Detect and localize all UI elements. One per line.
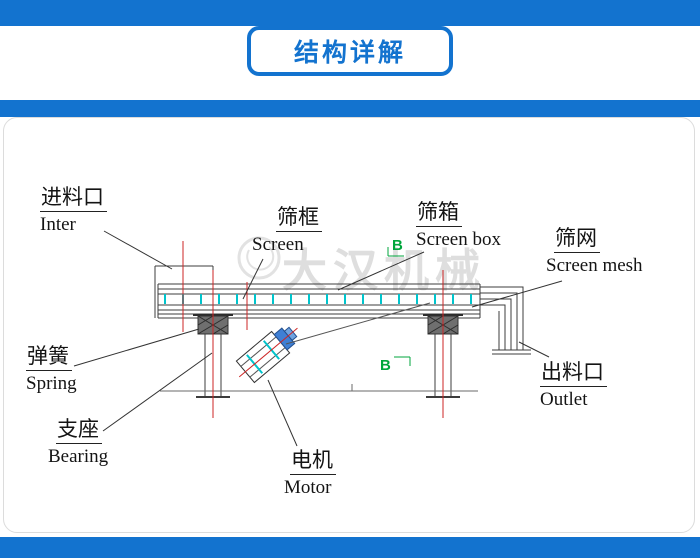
label-screen-frame-zh: 筛框: [276, 204, 322, 233]
label-screen-mesh: 筛网 Screen mesh: [546, 225, 643, 278]
label-screen-frame-en: Screen: [252, 234, 304, 256]
label-screen-frame: 筛框 Screen: [252, 204, 322, 257]
label-screen-box-en: Screen box: [416, 229, 501, 251]
label-inlet: 进料口 Inter: [40, 184, 107, 237]
label-bearing: 支座 Bearing: [48, 416, 108, 469]
label-inlet-en: Inter: [40, 214, 76, 236]
label-motor-zh: 电机: [290, 447, 336, 476]
divider-bar: [0, 100, 700, 117]
section-marker-bottom-label: B: [380, 357, 391, 374]
label-screen-box: 筛箱 Screen box: [416, 199, 501, 252]
page-title: 结构详解: [293, 39, 406, 67]
content-panel: [3, 117, 695, 533]
motor-shape: [235, 326, 298, 384]
outlet-steps: [480, 286, 531, 355]
base-line: [160, 384, 478, 392]
top-bar: [0, 0, 700, 26]
drive-line: [285, 302, 431, 345]
label-outlet: 出料口 Outlet: [540, 359, 607, 412]
label-screen-box-zh: 筛箱: [416, 199, 462, 228]
screen-band: [157, 283, 481, 319]
bottom-bar: [0, 537, 700, 558]
label-bearing-zh: 支座: [56, 416, 102, 445]
label-inlet-zh: 进料口: [40, 184, 107, 213]
section-marker-top: [387, 247, 404, 257]
title-badge: 结构详解: [247, 26, 453, 76]
label-spring-en: Spring: [26, 373, 77, 395]
leader-lines: [73, 230, 563, 447]
label-screen-mesh-en: Screen mesh: [546, 255, 643, 277]
brand-logo-circle: [237, 236, 281, 280]
motor-axis-line: [238, 327, 298, 378]
label-spring-zh: 弹簧: [26, 343, 72, 372]
section-marker-top-label: B: [392, 237, 403, 254]
label-outlet-en: Outlet: [540, 389, 588, 411]
label-outlet-zh: 出料口: [540, 359, 607, 388]
label-motor-en: Motor: [284, 477, 332, 499]
label-spring: 弹簧 Spring: [26, 343, 77, 396]
label-motor: 电机 Motor: [284, 447, 336, 500]
label-bearing-en: Bearing: [48, 446, 109, 468]
section-marker-bottom: [394, 356, 411, 366]
label-screen-mesh-zh: 筛网: [554, 225, 600, 254]
